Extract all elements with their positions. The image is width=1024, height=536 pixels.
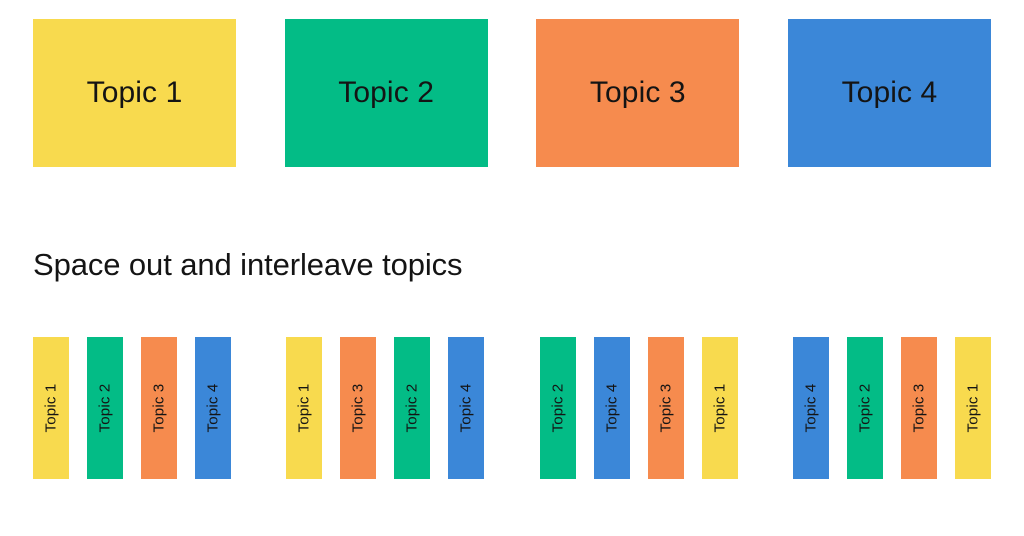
topic-bar-label: Topic 2 (96, 383, 114, 433)
topic-bar: Topic 2 (394, 337, 431, 479)
topic-bar: Topic 2 (87, 337, 123, 479)
topic-bar: Topic 1 (701, 337, 738, 479)
topic-bar: Topic 1 (286, 337, 323, 479)
topic-bar-label: Topic 3 (657, 383, 675, 433)
topic-bar-label: Topic 1 (711, 383, 729, 433)
topic-bar: Topic 3 (141, 337, 177, 479)
topic-bar-label: Topic 2 (403, 383, 421, 433)
topic-block-label: Topic 2 (338, 76, 435, 109)
topic-bar-label: Topic 4 (802, 383, 820, 433)
topic-bar-label: Topic 4 (457, 383, 475, 433)
topic-bar-label: Topic 1 (295, 383, 313, 433)
topic-block-4: Topic 4 (787, 19, 991, 167)
topic-block-row: Topic 1 Topic 2 Topic 3 Topic 4 (33, 19, 991, 167)
topic-block-label: Topic 3 (589, 76, 686, 109)
topic-bar-label: Topic 4 (603, 383, 621, 433)
topic-bar-label: Topic 1 (964, 383, 982, 433)
topic-block-1: Topic 1 (33, 19, 236, 167)
topic-bar: Topic 1 (954, 337, 991, 479)
topic-bar: Topic 4 (195, 337, 231, 479)
topic-bar: Topic 4 (448, 337, 485, 479)
topic-bar: Topic 3 (900, 337, 937, 479)
bar-group-4: Topic 4 Topic 2 Topic 3 Topic 1 (792, 337, 991, 479)
topic-block-label: Topic 4 (841, 76, 938, 109)
topic-block-3: Topic 3 (536, 19, 740, 167)
topic-bar-label: Topic 3 (150, 383, 168, 433)
topic-bar-label: Topic 3 (910, 383, 928, 433)
topic-bar: Topic 3 (340, 337, 377, 479)
bar-group-1: Topic 1 Topic 2 Topic 3 Topic 4 (33, 337, 231, 479)
topic-bar: Topic 4 (792, 337, 829, 479)
topic-bar: Topic 3 (647, 337, 684, 479)
topic-bar-label: Topic 3 (349, 383, 367, 433)
topic-bar-label: Topic 2 (549, 383, 567, 433)
topic-bar-label: Topic 1 (42, 383, 60, 433)
bar-group-3: Topic 2 Topic 4 Topic 3 Topic 1 (539, 337, 738, 479)
topic-bar: Topic 2 (846, 337, 883, 479)
section-heading: Space out and interleave topics (33, 247, 463, 282)
topic-bar: Topic 4 (593, 337, 630, 479)
interleaved-group-row: Topic 1 Topic 2 Topic 3 Topic 4 Topic 1 … (33, 337, 991, 479)
topic-bar-label: Topic 4 (204, 383, 222, 433)
bar-group-2: Topic 1 Topic 3 Topic 2 Topic 4 (286, 337, 485, 479)
topic-bar: Topic 2 (539, 337, 576, 479)
topic-bar-label: Topic 2 (856, 383, 874, 433)
topic-bar: Topic 1 (33, 337, 69, 479)
topic-block-label: Topic 1 (86, 76, 183, 109)
topic-block-2: Topic 2 (284, 19, 488, 167)
